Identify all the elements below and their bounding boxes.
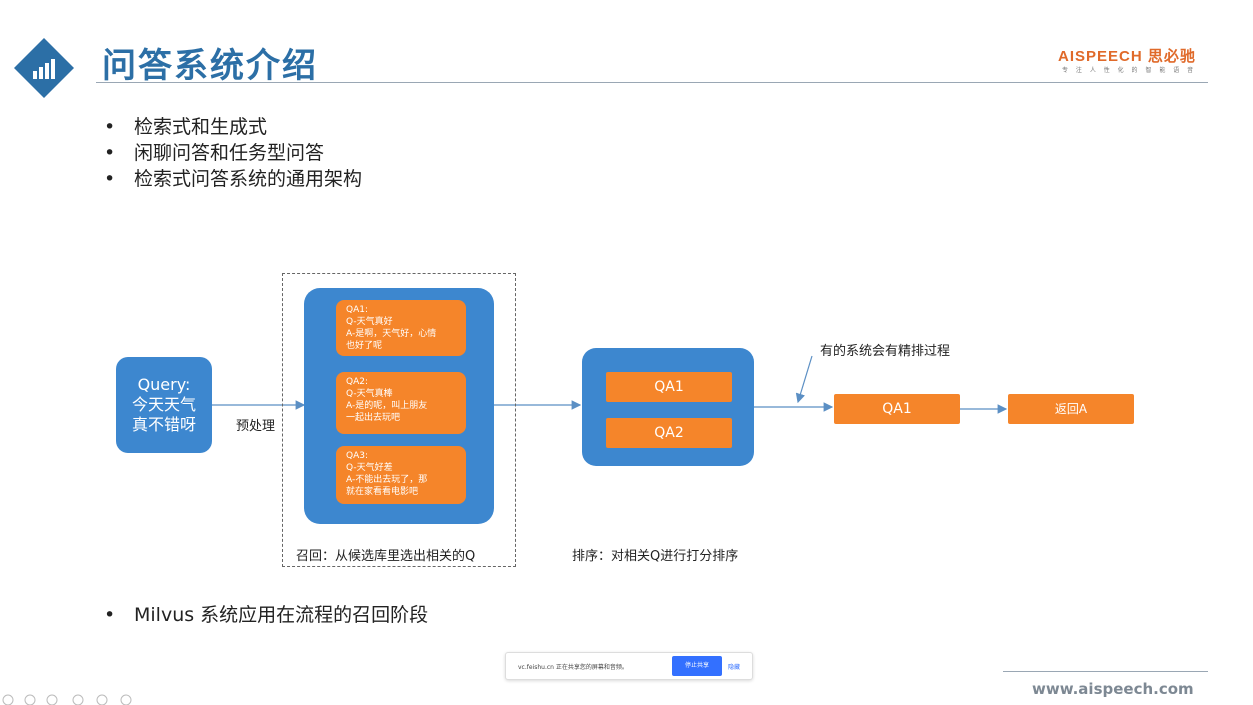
- query-box: Query: 今天天气 真不错呀: [116, 357, 212, 453]
- title-divider: [96, 82, 1208, 83]
- qa-answer: A-是啊，天气好，心情: [346, 329, 437, 339]
- bullet-item: 闲聊问答和任务型问答: [104, 140, 362, 166]
- recall-stage-frame: [282, 273, 516, 567]
- share-status-text: vc.feishu.cn 正在共享您的屏幕和音频。: [518, 664, 628, 671]
- qa-answer: A-是的呢，叫上朋友: [346, 401, 428, 411]
- bar-chart-logo-icon: [14, 38, 74, 98]
- bottom-bullet: Milvus 系统应用在流程的召回阶段: [104, 600, 428, 627]
- qa-answer: 就在家看看电影吧: [346, 487, 419, 497]
- stop-sharing-button[interactable]: 停止共享: [672, 656, 722, 676]
- prev-slide-icon: [2, 694, 14, 705]
- pen-icon: [46, 694, 58, 705]
- recall-qa-card: QA3: Q-天气好差 A-不能出去玩了，那 就在家看看电影吧: [336, 446, 466, 504]
- rank-item: QA2: [606, 418, 732, 448]
- more-options-icon: [120, 694, 132, 705]
- rank-item: QA1: [606, 372, 732, 402]
- slide-title: 问答系统介绍: [102, 46, 318, 86]
- bullet-list: 检索式和生成式 闲聊问答和任务型问答 检索式问答系统的通用架构: [104, 114, 362, 192]
- bullet-item: 检索式问答系统的通用架构: [104, 166, 362, 192]
- recall-qa-card: QA1: Q-天气真好 A-是啊，天气好，心情 也好了呢: [336, 300, 466, 356]
- brand-logo: AISPEECH 思必驰: [1058, 48, 1196, 65]
- query-line: 真不错呀: [131, 415, 196, 434]
- next-slide-icon: [24, 694, 36, 705]
- zoom-icon: [96, 694, 108, 705]
- footer-divider: [1003, 671, 1208, 672]
- hide-button[interactable]: 隐藏: [728, 664, 741, 671]
- brand-tagline: 专 注 人 性 化 的 智 能 语 音: [1062, 67, 1197, 74]
- rerank-note: 有的系统会有精排过程: [820, 344, 951, 359]
- query-line: Query:: [137, 375, 191, 394]
- final-qa-box: QA1: [834, 394, 960, 424]
- qa-title: QA1:: [346, 305, 368, 315]
- qa-question: Q-天气真好: [346, 317, 393, 327]
- recall-qa-card: QA2: Q-天气真棒 A-是的呢，叫上朋友 一起出去玩吧: [336, 372, 466, 434]
- footer-url: www.aispeech.com: [1032, 680, 1194, 698]
- presentation-controls: [2, 694, 132, 705]
- recall-caption: 召回：从候选库里选出相关的Q: [296, 549, 476, 564]
- qa-title: QA2:: [346, 377, 368, 387]
- qa-answer: 也好了呢: [346, 341, 383, 351]
- bullet-item: 检索式和生成式: [104, 114, 362, 140]
- rank-box: [582, 348, 754, 466]
- return-answer-box: 返回A: [1008, 394, 1134, 424]
- slides-grid-icon: [72, 694, 84, 705]
- query-line: 今天天气: [131, 395, 196, 414]
- qa-answer: 一起出去玩吧: [346, 413, 401, 423]
- screen-share-bar: vc.feishu.cn 正在共享您的屏幕和音频。 停止共享 隐藏: [505, 652, 753, 680]
- qa-question: Q-天气好差: [346, 463, 393, 473]
- qa-question: Q-天气真棒: [346, 389, 393, 399]
- rank-caption: 排序：对相关Q进行打分排序: [572, 549, 739, 564]
- qa-answer: A-不能出去玩了，那: [346, 475, 428, 485]
- preprocess-label: 预处理: [236, 419, 276, 434]
- qa-title: QA3:: [346, 451, 368, 461]
- arrow-rerank-note: [795, 355, 813, 404]
